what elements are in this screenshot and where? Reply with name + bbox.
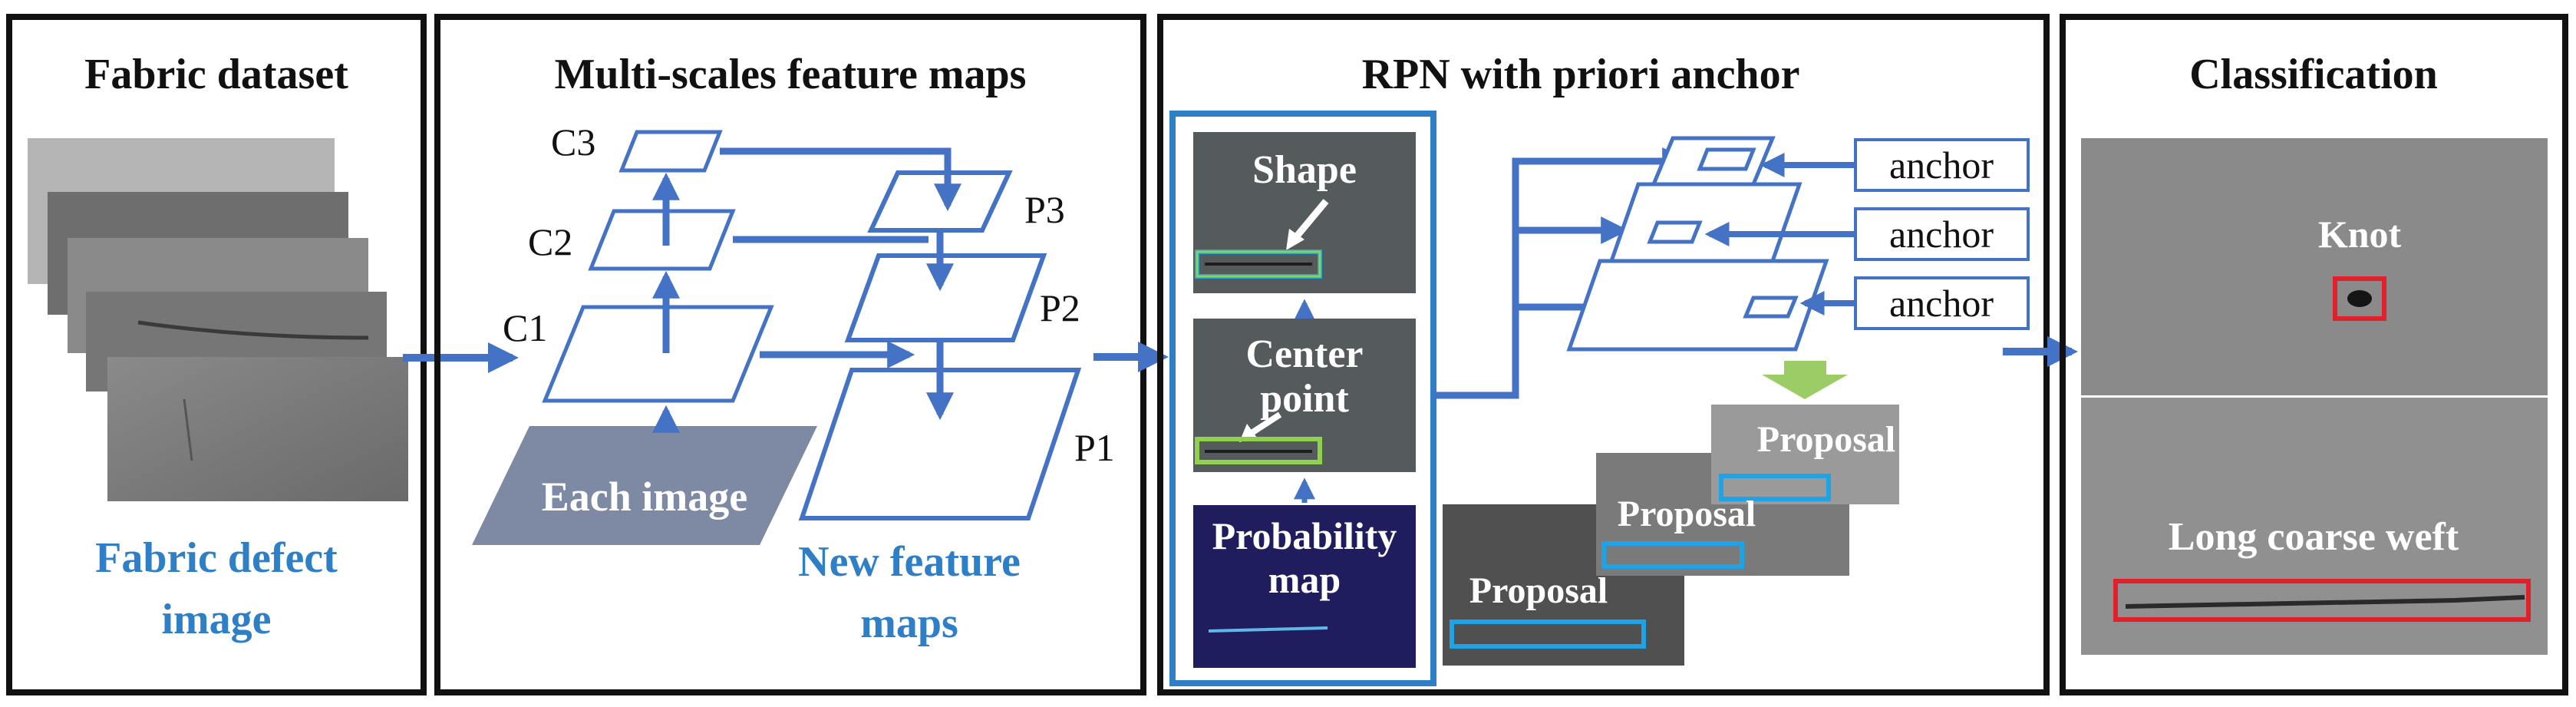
center-green-box bbox=[1195, 437, 1322, 464]
shape-pointer-head bbox=[1286, 229, 1304, 250]
proposal-label-1: Proposal bbox=[1469, 570, 1608, 611]
panel-multiscale: Multi-scales feature maps Each image C3 … bbox=[434, 14, 1146, 695]
panel-classification-title: Classification bbox=[2189, 51, 2438, 98]
proposal-tile-3 bbox=[1711, 405, 1899, 504]
center-label-line2: point bbox=[1260, 377, 1349, 421]
shape-green-box bbox=[1196, 250, 1321, 278]
weft-label: Long coarse weft bbox=[2169, 515, 2459, 559]
fabric-caption-line1: Fabric defect bbox=[95, 534, 338, 582]
shape-label: Shape bbox=[1252, 148, 1357, 192]
anchor-label-box-3 bbox=[1854, 276, 2030, 330]
fabric-defect-mark bbox=[183, 398, 193, 461]
fabric-caption-line2: image bbox=[161, 596, 271, 643]
anchor-layer-2 bbox=[1608, 182, 1803, 263]
feature-map-c3 bbox=[618, 130, 723, 173]
proposal-box-3 bbox=[1719, 474, 1831, 501]
center-point-tile bbox=[1193, 319, 1416, 472]
label-p2: P2 bbox=[1040, 286, 1080, 329]
shape-tile bbox=[1193, 132, 1416, 293]
anchor-label-box-2 bbox=[1854, 207, 2030, 261]
anchor-label-2: anchor bbox=[1889, 213, 1994, 256]
panel-classification: Classification Knot Long coarse weft bbox=[2060, 14, 2568, 695]
weft-defect bbox=[2125, 595, 2525, 609]
arrow-branch-to-layer1 bbox=[1433, 147, 1690, 399]
fabric-defect-line bbox=[137, 320, 369, 340]
weft-image bbox=[2081, 398, 2548, 655]
panel-rpn: RPN with priori anchor Shape Center poin… bbox=[1157, 14, 2050, 695]
prob-label-line1: Probability bbox=[1212, 514, 1397, 557]
each-image-label: Each image bbox=[542, 474, 747, 520]
label-c2: C2 bbox=[528, 220, 572, 263]
panel-rpn-title: RPN with priori anchor bbox=[1362, 51, 1800, 98]
prob-defect-line bbox=[1208, 626, 1328, 633]
anchor-box-2 bbox=[1647, 220, 1703, 244]
multiscale-caption-line1: New feature bbox=[798, 538, 1021, 586]
label-c1: C1 bbox=[503, 306, 547, 349]
label-c3: C3 bbox=[551, 121, 595, 164]
feature-map-c1 bbox=[542, 305, 774, 403]
panel-fabric-title: Fabric dataset bbox=[84, 51, 348, 98]
multiscale-caption-line2: maps bbox=[860, 600, 958, 647]
anchor-label-box-1 bbox=[1854, 138, 2030, 192]
anchor-label-3: anchor bbox=[1889, 282, 1994, 325]
green-down-arrow bbox=[1762, 361, 1848, 399]
knot-label: Knot bbox=[2318, 213, 2402, 256]
feature-map-c2 bbox=[588, 209, 736, 271]
anchor-label-1: anchor bbox=[1889, 144, 1994, 187]
label-p1: P1 bbox=[1074, 426, 1115, 469]
shape-pointer-arrow bbox=[1292, 199, 1329, 240]
proposal-label-3: Proposal bbox=[1757, 419, 1895, 460]
panel-fabric-dataset: Fabric dataset Fabric defect image bbox=[6, 14, 427, 695]
each-image-shape bbox=[472, 426, 817, 545]
probability-map-tile bbox=[1193, 505, 1416, 668]
panel-multiscale-title: Multi-scales feature maps bbox=[555, 51, 1027, 98]
knot-box bbox=[2333, 276, 2386, 321]
knot-defect bbox=[2347, 290, 2372, 307]
prob-label-line2: map bbox=[1268, 558, 1341, 601]
feature-map-p2 bbox=[844, 253, 1047, 342]
proposal-box-1 bbox=[1450, 619, 1646, 649]
label-p3: P3 bbox=[1024, 188, 1065, 231]
proposal-label-2: Proposal bbox=[1618, 494, 1756, 534]
feature-map-p3 bbox=[867, 170, 1013, 233]
arrow-c3-to-p3 bbox=[720, 147, 961, 212]
proposal-box-2 bbox=[1601, 541, 1744, 569]
panel-classification-border bbox=[2060, 14, 2568, 695]
center-pointer-arrow bbox=[1247, 411, 1282, 438]
knot-image bbox=[2081, 138, 2548, 395]
anchor-box-3 bbox=[1743, 296, 1799, 319]
anchor-box-1 bbox=[1697, 147, 1756, 171]
feature-map-p1 bbox=[798, 368, 1082, 520]
fabric-image-stack bbox=[28, 138, 408, 501]
weft-box bbox=[2113, 579, 2531, 622]
fabric-image-layer-5 bbox=[107, 357, 408, 501]
center-label-line1: Center bbox=[1245, 332, 1363, 376]
